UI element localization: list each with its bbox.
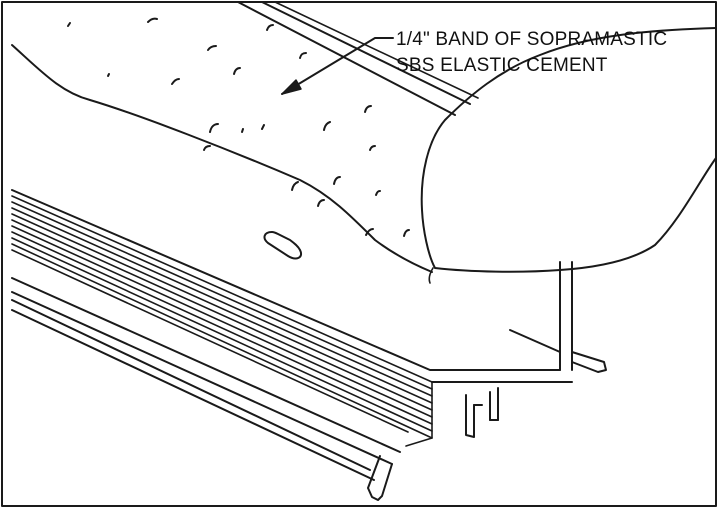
callout-line-1: 1/4" BAND OF SOPRAMASTIC [396,29,667,50]
leader-arrowhead [281,79,302,95]
callout-leader [281,37,394,95]
membrane-sheet [11,1,479,273]
membrane-roll [420,27,717,284]
metal-flashing [11,189,607,501]
callout-line-2: SBS ELASTIC CEMENT [396,55,608,76]
ribbed-drip-face [11,195,433,447]
fastener-slot [263,231,302,260]
cement-band-marks [67,17,410,237]
